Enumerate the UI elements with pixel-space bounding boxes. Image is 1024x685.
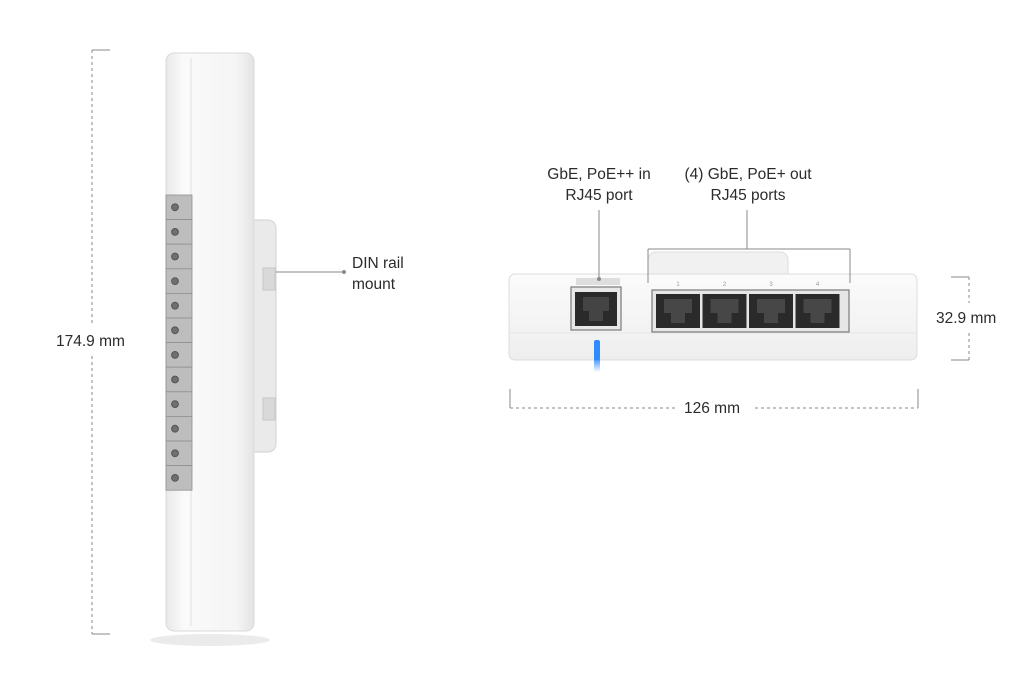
side-port-segment	[165, 391, 193, 417]
side-port-hole	[171, 351, 179, 359]
side-port-hole	[171, 400, 179, 409]
port-contact-area	[710, 299, 739, 313]
side-port-segment	[165, 268, 193, 294]
side-port-hole	[171, 449, 179, 458]
port-number-label: 2	[723, 282, 727, 288]
port-number-label: 3	[769, 282, 773, 288]
side-port-segment	[165, 317, 193, 344]
port-contact-area	[803, 299, 832, 313]
port-latch-slot	[764, 313, 778, 323]
side-port-segment	[165, 194, 193, 221]
port-latch-slot	[810, 313, 825, 323]
height-dimension-line	[91, 49, 110, 635]
downlink-port-group: 1 2 3 4	[651, 282, 850, 333]
din-rail-leader-line	[276, 270, 346, 274]
port-number-label: 1	[676, 282, 680, 288]
side-port-segment	[165, 243, 193, 270]
side-port-hole	[171, 228, 179, 236]
downlink-callout-line2: RJ45 ports	[710, 187, 786, 204]
side-port-hole	[171, 474, 179, 482]
port-latch-slot	[671, 313, 685, 323]
port-number-label: 4	[816, 282, 820, 288]
din-rail-callout-line1: DIN rail	[352, 255, 404, 272]
side-port-stack	[165, 194, 193, 491]
downlink-bracket-line	[647, 210, 851, 283]
side-port-segment	[165, 292, 193, 319]
din-rail-callout-line2: mount	[352, 276, 396, 293]
device-front-view: 1 2 3 4	[508, 251, 918, 372]
side-port-segment	[165, 440, 193, 467]
height-dimension-label: 174.9 mm	[56, 333, 125, 350]
depth-dimension-line	[951, 276, 970, 361]
side-port-segment	[165, 219, 193, 245]
side-port-hole	[171, 252, 179, 261]
downlink-callout-line1: (4) GbE, PoE+ out	[684, 166, 812, 183]
side-port-hole	[171, 375, 179, 384]
width-dimension-line	[509, 389, 919, 409]
uplink-callout-line2: RJ45 port	[565, 187, 633, 204]
uplink-callout-line1: GbE, PoE++ in	[547, 166, 651, 183]
side-port-hole	[171, 301, 179, 310]
side-port-segment	[165, 366, 193, 393]
side-port-hole	[171, 203, 179, 212]
side-port-segment	[165, 465, 193, 491]
downlink-callout: (4) GbE, PoE+ out RJ45 ports	[670, 164, 826, 206]
port-contact-area	[664, 299, 692, 313]
side-port-segment	[165, 342, 193, 368]
uplink-rj45-port	[570, 278, 622, 331]
device-side-view	[150, 52, 277, 646]
uplink-callout: GbE, PoE++ in RJ45 port	[529, 164, 669, 206]
depth-dimension-label: 32.9 mm	[936, 310, 997, 327]
side-port-hole	[171, 424, 179, 433]
side-port-hole	[171, 277, 179, 286]
uplink-leader-line	[597, 210, 601, 281]
side-port-segment	[165, 415, 193, 442]
din-rail-callout: DIN rail mount	[352, 253, 404, 295]
side-port-hole	[171, 326, 179, 335]
port-latch-slot	[717, 313, 732, 323]
port-contact-area	[757, 299, 785, 313]
width-dimension-label: 126 mm	[684, 400, 740, 417]
status-led	[594, 340, 600, 360]
